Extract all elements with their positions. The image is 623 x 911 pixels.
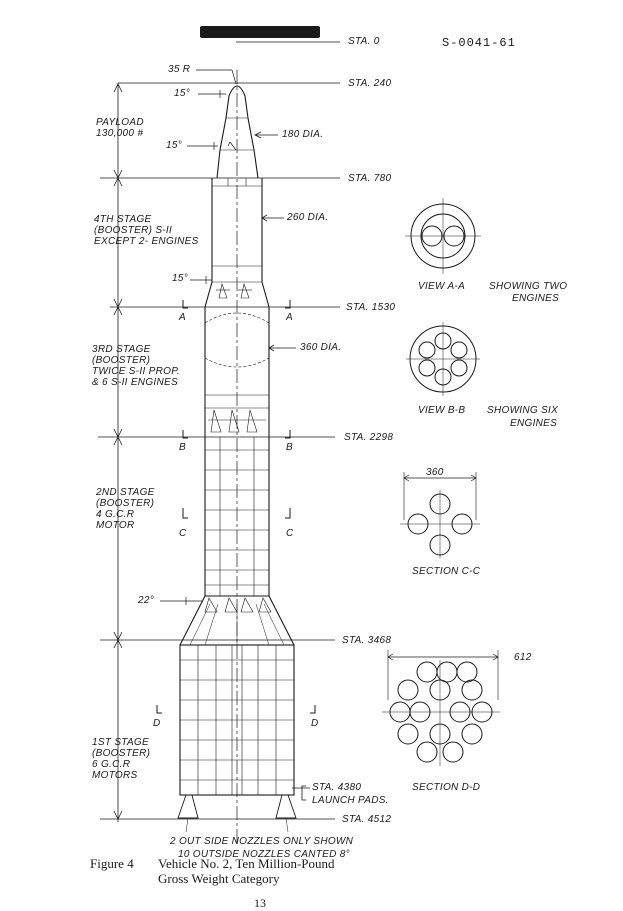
payload-line1: PAYLOAD	[96, 117, 144, 128]
second-stage-label: 2ND STAGE (BOOSTER) 4 G.C.R MOTOR	[96, 487, 155, 531]
first-line1: 1ST STAGE	[92, 737, 149, 748]
first-line2: (BOOSTER)	[92, 748, 151, 759]
section-d-left: D	[153, 718, 161, 729]
view-aa-desc2: ENGINES	[512, 293, 560, 304]
second-line3: 4 G.C.R	[96, 509, 135, 520]
caption-line2: Gross Weight Category	[158, 871, 280, 886]
fourth-line3: EXCEPT 2- ENGINES	[94, 236, 199, 247]
interstage-flare	[179, 595, 295, 646]
view-bb-title: VIEW B-B	[418, 405, 466, 416]
nose-radius-label: 35 R	[168, 64, 191, 75]
station-3468-label: STA. 3468	[342, 635, 392, 646]
nozzles-note-line1: 2 OUT SIDE NOZZLES ONLY SHOWN	[170, 836, 354, 847]
section-cc-drawing	[400, 472, 480, 558]
view-bb-desc2: ENGINES	[510, 418, 558, 429]
third-stage	[204, 307, 270, 437]
angle-fourth-label: 15°	[172, 273, 189, 284]
fourth-line2: (BOOSTER) S-II	[94, 225, 173, 236]
view-aa-drawing	[405, 198, 481, 274]
section-c-left: C	[179, 528, 187, 539]
third-line1: 3RD STAGE	[92, 344, 151, 355]
figure-number: Figure 4	[90, 856, 134, 871]
angle-mid-label: 15°	[166, 140, 183, 151]
view-aa-title: VIEW A-A	[418, 281, 466, 292]
view-aa-desc1: SHOWING TWO	[489, 281, 568, 292]
angle-leaders	[160, 69, 237, 605]
first-stage	[179, 644, 295, 796]
view-bb-desc1: SHOWING SIX	[487, 405, 559, 416]
section-cc-title: SECTION C-C	[412, 566, 481, 577]
dia-180-label: 180 DIA.	[282, 129, 324, 140]
first-line4: MOTORS	[92, 770, 138, 781]
station-0-label: STA. 0	[348, 36, 380, 47]
section-c-width-label: 360	[426, 467, 444, 478]
nozzles-note-line2: 10 OUTSIDE NOZZLES CANTED 8°	[178, 849, 350, 860]
payload-line2: 130,000 #	[96, 128, 144, 139]
second-line4: MOTOR	[96, 520, 135, 531]
fourth-stage	[204, 178, 270, 308]
section-d-width-label: 612	[514, 652, 532, 663]
caption-line1: Vehicle No. 2, Ten Million-Pound	[158, 856, 335, 871]
document-number: S-0041-61	[442, 36, 516, 50]
fourth-stage-engines	[216, 282, 252, 299]
first-stage-nozzles	[177, 794, 297, 833]
third-line3: TWICE S-II PROP.	[92, 366, 180, 377]
second-stage-nozzles	[204, 597, 272, 613]
payload-label: PAYLOAD 130,000 #	[96, 117, 144, 139]
section-markers	[156, 300, 316, 714]
fourth-stage-label: 4TH STAGE (BOOSTER) S-II EXCEPT 2- ENGIN…	[94, 214, 199, 247]
payload-section	[216, 85, 259, 179]
diameter-leaders	[254, 131, 296, 352]
first-line3: 6 G.C.R	[92, 759, 131, 770]
page-number: 13	[254, 896, 266, 910]
station-2298-label: STA. 2298	[344, 432, 394, 443]
station-780-label: STA. 780	[348, 173, 392, 184]
angle-flare-label: 22°	[138, 595, 155, 606]
third-line4: & 6 S-II ENGINES	[92, 377, 178, 388]
angle-top-label: 15°	[174, 88, 191, 99]
section-dd-title: SECTION D-D	[412, 782, 481, 793]
dia-360-label: 360 DIA.	[300, 342, 342, 353]
second-line2: (BOOSTER)	[96, 498, 155, 509]
third-stage-engines	[208, 409, 266, 433]
launch-pads-label: LAUNCH PADS.	[312, 795, 389, 806]
section-b-right: B	[286, 442, 293, 453]
station-4512-label: STA. 4512	[342, 814, 392, 825]
station-lines	[98, 41, 340, 820]
first-stage-label: 1ST STAGE (BOOSTER) 6 G.C.R MOTORS	[92, 737, 150, 781]
section-dd-drawing	[382, 650, 500, 766]
section-d-right: D	[311, 718, 319, 729]
view-bb-drawing	[406, 322, 480, 396]
dia-260-label: 260 DIA.	[287, 212, 329, 223]
launch-pads-bracket	[301, 785, 306, 801]
left-dimension-line	[113, 83, 123, 822]
station-240-label: STA. 240	[348, 78, 392, 89]
figure-caption: Figure 4 Vehicle No. 2, Ten Million-Pound…	[90, 856, 335, 886]
second-line1: 2ND STAGE	[96, 487, 155, 498]
fourth-line1: 4TH STAGE	[94, 214, 152, 225]
section-a-right: A	[286, 312, 293, 323]
third-stage-label: 3RD STAGE (BOOSTER) TWICE S-II PROP. & 6…	[92, 344, 180, 388]
second-stage	[204, 437, 270, 596]
section-c-right: C	[286, 528, 294, 539]
classification-stamp: CONFIDENTIAL	[200, 26, 320, 38]
section-a-left: A	[179, 312, 186, 323]
station-1530-label: STA. 1530	[346, 302, 396, 313]
station-4380-label: STA. 4380	[312, 782, 362, 793]
third-line2: (BOOSTER)	[92, 355, 151, 366]
section-b-left: B	[179, 442, 186, 453]
